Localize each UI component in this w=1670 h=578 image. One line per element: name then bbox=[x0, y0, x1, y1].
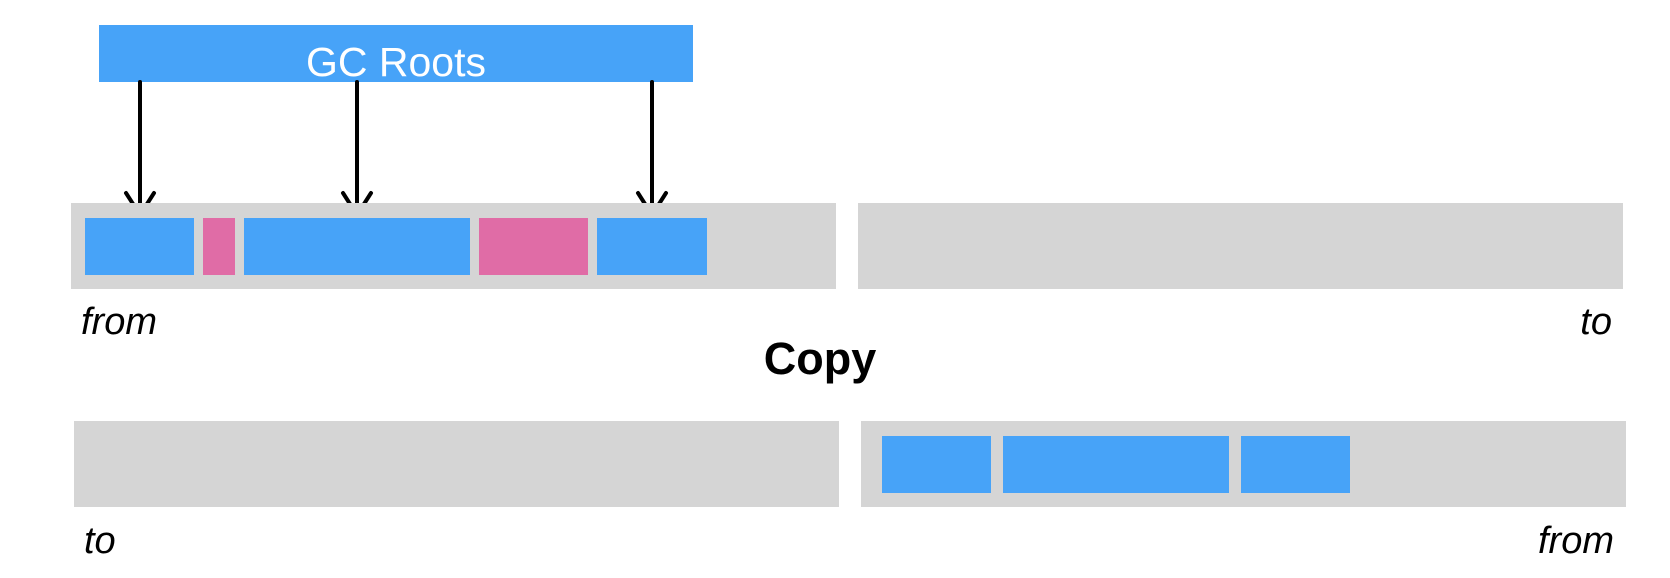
top-to-region bbox=[858, 203, 1623, 289]
bottom-to-region bbox=[74, 421, 839, 507]
live-object-block bbox=[244, 218, 470, 275]
bottom-from-region bbox=[861, 421, 1626, 507]
root-arrow-2 bbox=[341, 80, 373, 217]
top-from-region bbox=[71, 203, 836, 289]
live-object-block bbox=[597, 218, 707, 275]
top-from-label: from bbox=[81, 301, 157, 343]
live-object-block bbox=[882, 436, 991, 493]
bottom-from-label: from bbox=[1538, 520, 1614, 562]
top-to-label: to bbox=[1580, 301, 1612, 343]
live-object-block bbox=[85, 218, 194, 275]
live-object-block bbox=[1003, 436, 1229, 493]
garbage-object-block bbox=[203, 218, 235, 275]
root-arrow-3 bbox=[636, 80, 668, 217]
gc-roots-label: GC Roots bbox=[306, 39, 486, 82]
root-arrow-1 bbox=[124, 80, 156, 217]
gc-roots-box: GC Roots bbox=[99, 25, 693, 82]
copy-operation-label: Copy bbox=[763, 333, 877, 384]
garbage-object-block bbox=[479, 218, 588, 275]
live-object-block bbox=[1241, 436, 1350, 493]
bottom-to-label: to bbox=[84, 520, 116, 562]
